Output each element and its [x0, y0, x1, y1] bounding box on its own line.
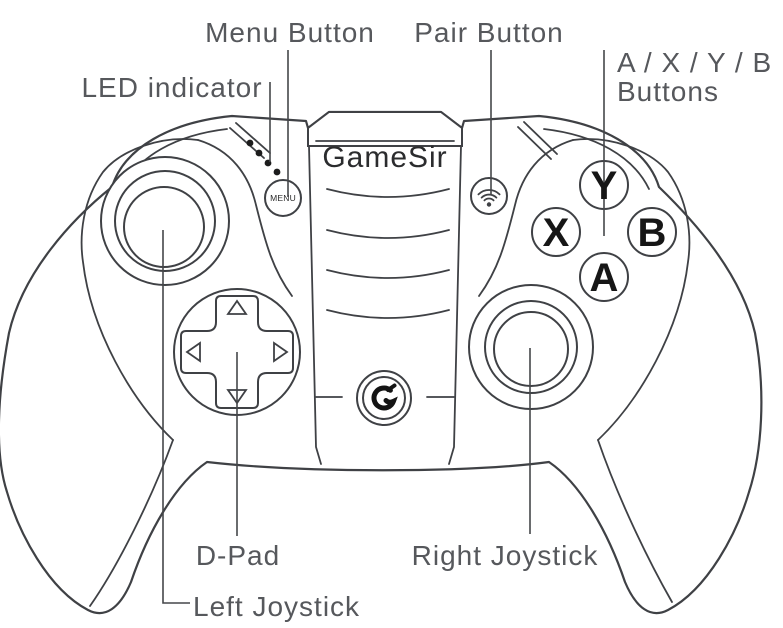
- label-abxy-line2: Buttons: [617, 76, 719, 107]
- right-button-pod: [478, 138, 691, 441]
- b-button-label: B: [638, 211, 667, 255]
- grip-rib-lines: [326, 188, 450, 319]
- label-abxy-line1: A / X / Y / B: [617, 47, 772, 78]
- left-grip-contour: [89, 439, 174, 607]
- left-joystick-leader-line: [162, 230, 190, 604]
- dpad-up-arrow-icon: [226, 299, 248, 315]
- label-pair-button: Pair Button: [414, 17, 564, 48]
- brand-wordmark: GameSir: [322, 141, 447, 174]
- a-button-label: A: [590, 256, 619, 300]
- label-right-joystick: Right Joystick: [412, 540, 599, 571]
- x-button: [531, 207, 581, 257]
- y-button-label: Y: [591, 164, 618, 208]
- label-left-joystick: Left Joystick: [193, 591, 360, 622]
- x-button-label: X: [543, 211, 570, 255]
- dpad-left-arrow-icon: [185, 341, 201, 363]
- label-led-indicator: LED indicator: [81, 72, 262, 103]
- right-grip-contour: [597, 439, 673, 603]
- label-menu-button: Menu Button: [205, 17, 375, 48]
- left-joystick: [100, 156, 230, 286]
- right-shoulder-line: [543, 128, 650, 190]
- label-dpad: D-Pad: [196, 540, 280, 571]
- left-button-pod: [80, 138, 293, 441]
- gamesir-logo-icon: [315, 370, 455, 426]
- led-dots-icon: [246, 139, 281, 176]
- center-column-right-edge: [448, 145, 462, 465]
- dpad-right-arrow-icon: [273, 341, 289, 363]
- wireless-icon: [477, 189, 501, 207]
- center-column-left-edge: [308, 145, 322, 465]
- pair-button: [470, 177, 508, 215]
- menu-button: [264, 179, 302, 217]
- b-button: [627, 207, 677, 257]
- right-joystick: [468, 284, 594, 410]
- top-bridge: [307, 111, 463, 147]
- menu-button-text: MENU: [270, 193, 296, 203]
- a-button: [579, 252, 629, 302]
